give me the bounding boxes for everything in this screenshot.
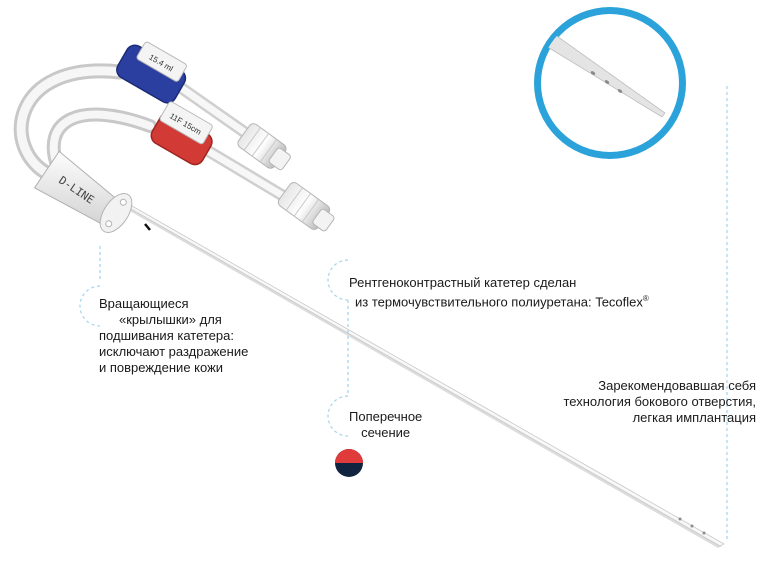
annotation-line: исключают раздражение [99,344,249,359]
annotation-line: технология бокового отверстия, [563,394,756,409]
annotation-line: подшивания катетера: [99,328,234,343]
annotation-line: Вращающиеся [99,296,189,311]
annotation-line: из термочувствительного полиуретана: Tec… [349,291,649,310]
annotation-cross-section: Поперечное сечение [349,409,422,441]
annotation-line: и повреждение кожи [99,360,224,375]
tip-magnifier [534,7,686,159]
guide-lines [79,86,728,540]
annotation-line: сечение [361,425,411,440]
annotation-side-hole: Зарекомендовавшая себя технология боково… [563,378,756,426]
cross-section-icon [335,449,363,477]
annotation-line: Рентгеноконтрастный катетер сделан [349,275,577,290]
annotation-line: Поперечное [349,409,423,424]
catheter-hub: D-LINE [33,150,122,227]
registered-mark: ® [642,294,649,303]
annotation-text: из термочувствительного полиуретана: Tec… [355,294,643,310]
annotation-line: Зарекомендовавшая себя [598,378,756,393]
annotation-material: Рентгеноконтрастный катетер сделан из те… [349,275,649,310]
annotation-line: «крылышки» для [119,312,222,327]
suture-wings [99,193,133,233]
blue-clamp: 15.4 ml [116,41,187,104]
annotation-wings: Вращающиеся «крылышки» для подшивания ка… [99,296,248,376]
luer-connectors [237,123,335,232]
annotation-line: легкая имплантация [632,410,756,425]
